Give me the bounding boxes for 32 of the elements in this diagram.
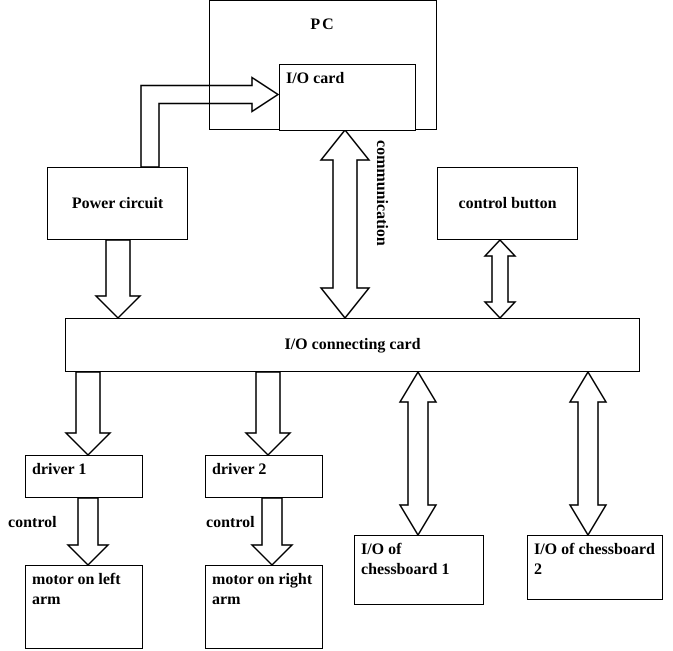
block-box — [205, 565, 323, 649]
block-box — [25, 455, 143, 498]
block-label: control button — [458, 194, 556, 214]
block-label: I/O connecting card — [284, 335, 420, 355]
block-box — [354, 535, 484, 605]
block-arrow — [64, 371, 112, 456]
block-label: I/O of chessboard 1 — [361, 540, 450, 580]
block-label: I/O of chessboard 2 — [534, 540, 656, 580]
block-label: Power circuit — [72, 194, 164, 214]
block-label: driver 1 — [32, 460, 86, 480]
block-box — [279, 64, 416, 131]
block-label: motor on right arm — [212, 570, 314, 610]
block-box — [205, 455, 323, 498]
block-box — [527, 535, 663, 600]
block-arrow — [483, 238, 517, 320]
block-label: I/O card — [286, 69, 344, 89]
block-box — [47, 167, 188, 240]
block-arrow — [319, 128, 371, 320]
block-box — [65, 318, 640, 372]
block-box — [437, 167, 578, 240]
block-box — [25, 565, 143, 649]
block-box — [209, 0, 437, 130]
block-label: driver 2 — [212, 460, 266, 480]
block-label: motor on left arm — [32, 570, 122, 610]
block-arrow — [250, 497, 294, 566]
block-arrow — [94, 239, 142, 320]
block-arrow — [66, 497, 110, 566]
block-label: PC — [310, 15, 336, 35]
block-arrow — [568, 370, 608, 536]
block-arrow — [244, 371, 292, 456]
block-arrow — [140, 76, 280, 168]
block-arrow — [398, 370, 438, 536]
